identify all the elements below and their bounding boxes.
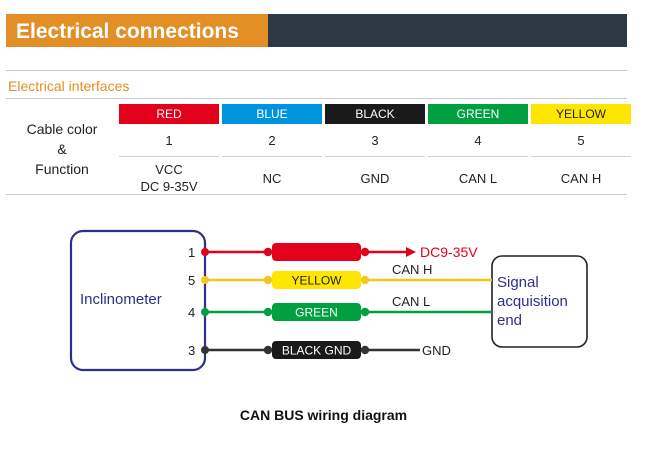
- arrow-head: [406, 247, 416, 257]
- connector-dot: [263, 247, 273, 257]
- cell-divider: [119, 156, 219, 157]
- pin-function: CAN L: [428, 157, 528, 199]
- wire-label-text: YELLOW: [291, 274, 342, 288]
- cable-color-swatch: GREEN: [428, 104, 528, 124]
- pin-terminal: [201, 248, 209, 256]
- interfaces-title: Electrical interfaces: [8, 78, 130, 94]
- wire-label-text: RED VCC: [289, 246, 343, 260]
- connector-dot: [263, 345, 273, 355]
- pin-number-label: 1: [188, 245, 195, 260]
- pin-function-line: GND: [360, 170, 390, 186]
- wire-label-pill: [272, 243, 361, 261]
- pin-function: NC: [222, 157, 322, 199]
- connector-dot: [360, 247, 370, 257]
- pin-function: VCC DC 9-35V: [119, 157, 219, 199]
- pin-function-line: CAN H: [560, 170, 602, 186]
- wire-end-label: GND: [422, 343, 451, 358]
- inclinometer-box: [69, 229, 207, 372]
- section-title: Electrical connections: [16, 20, 239, 43]
- wire-end-label: DC9-35V: [420, 244, 478, 260]
- receiver-label-line: Signal: [497, 274, 539, 291]
- inclinometer-label: Inclinometer: [80, 291, 162, 308]
- cell-divider: [428, 156, 528, 157]
- pin-function-line: DC 9-35V: [140, 179, 198, 194]
- pin-terminal: [201, 308, 209, 316]
- pin-number-label: 5: [188, 273, 195, 288]
- section-banner-tab: [6, 14, 268, 47]
- connector-dot: [360, 275, 370, 285]
- divider: [6, 98, 627, 99]
- pin-function: CAN H: [531, 157, 631, 199]
- pin-terminal: [201, 276, 209, 284]
- pin-number-label: 4: [188, 305, 195, 320]
- pin-number: 4: [474, 133, 482, 148]
- pin-function-line: NC: [262, 170, 282, 186]
- cable-color-swatch: BLACK: [325, 104, 425, 124]
- pin-number: 1: [165, 133, 173, 148]
- wire-label-pill: [272, 341, 361, 359]
- row-header-line: Cable color: [26, 121, 98, 137]
- row-header: Cable color & Function: [6, 114, 118, 194]
- pin-function-line: VCC: [155, 162, 183, 177]
- divider: [6, 194, 627, 195]
- diagram-caption: CAN BUS wiring diagram: [239, 407, 408, 423]
- wire-label-text: GREEN: [295, 306, 338, 320]
- pin-number: 3: [371, 133, 379, 148]
- cable-color-swatch: RED: [119, 104, 219, 124]
- pin-number: 5: [577, 133, 585, 148]
- receiver-label-line: end: [497, 312, 522, 329]
- signal-acquisition-box: [491, 255, 588, 348]
- cable-color-swatch: YELLOW: [531, 104, 631, 124]
- connector-dot: [360, 307, 370, 317]
- row-header-line: &: [57, 141, 67, 157]
- connector-dot: [263, 307, 273, 317]
- pin-function-line: CAN L: [458, 170, 498, 186]
- wire-end-label: CAN L: [392, 294, 430, 309]
- pin-number: 2: [268, 133, 276, 148]
- cell-divider: [222, 156, 322, 157]
- receiver-label-line: acquisition: [497, 293, 568, 310]
- pin-terminal: [201, 346, 209, 354]
- wire-label-pill: [272, 303, 361, 321]
- connector-dot: [263, 275, 273, 285]
- pin-function: GND: [325, 157, 425, 199]
- pin-number-label: 3: [188, 343, 195, 358]
- wire-label-pill: [272, 271, 361, 289]
- cell-divider: [531, 156, 631, 157]
- divider: [6, 70, 627, 71]
- wire-end-label: CAN H: [392, 262, 432, 277]
- connector-dot: [360, 345, 370, 355]
- cell-divider: [325, 156, 425, 157]
- wire-label-text: BLACK GND: [282, 344, 352, 358]
- row-header-line: Function: [35, 161, 89, 177]
- cable-color-swatch: BLUE: [222, 104, 322, 124]
